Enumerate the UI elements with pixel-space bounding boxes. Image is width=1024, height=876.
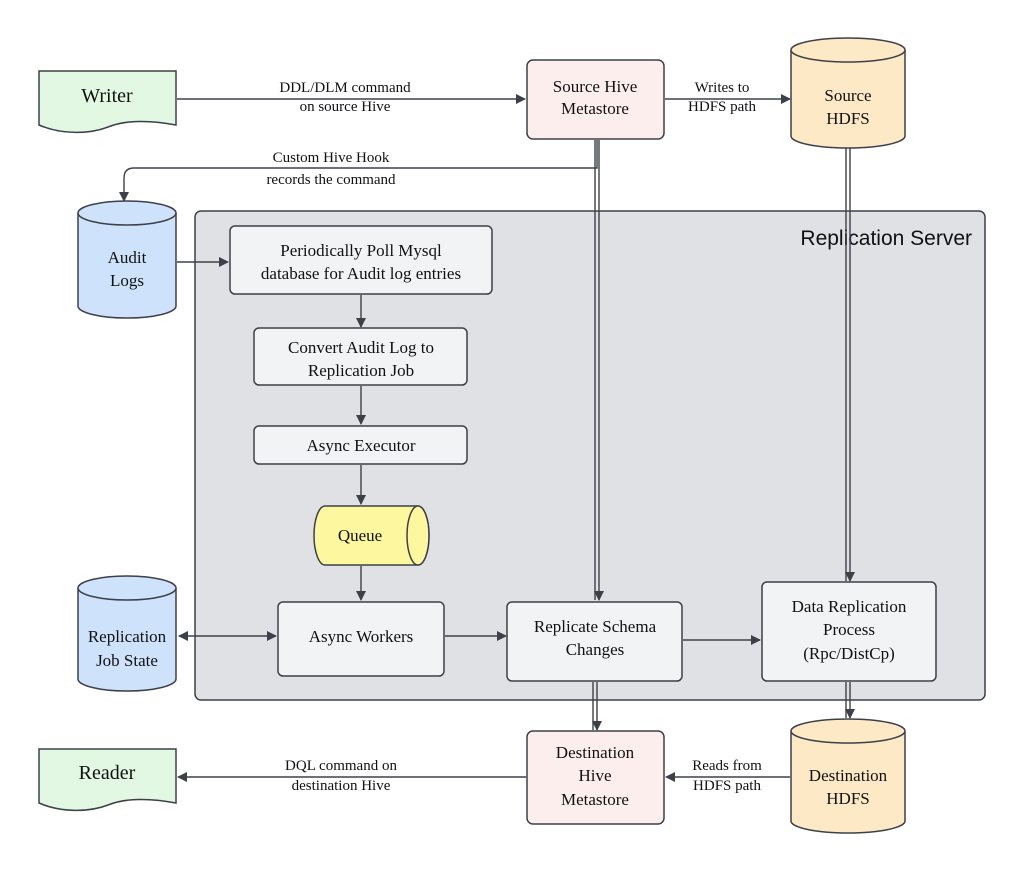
edges [119, 94, 855, 782]
label-hook-line1: Custom Hive Hook [273, 150, 390, 166]
convert-node: Convert Audit Log to Replication Job [253, 327, 468, 386]
convert-line1: Convert Audit Log to [288, 338, 434, 357]
source-hms-line1: Source Hive [553, 77, 638, 96]
edge-hook-to-audit-logs [119, 140, 598, 202]
dest-hdfs-line1: Destination [809, 766, 888, 785]
poll-line1: Periodically Poll Mysql [280, 241, 442, 260]
executor-label: Async Executor [306, 436, 415, 455]
label-dql-line1: DQL command on [285, 758, 397, 774]
edge-labels: DDL/DLM command on source Hive Writes to… [266, 80, 762, 794]
audit-logs-line2: Logs [110, 271, 144, 290]
audit-logs-line1: Audit [108, 248, 147, 267]
label-writes-line1: Writes to [695, 80, 750, 96]
dest-hdfs-node: Destination HDFS [790, 718, 906, 834]
data-rep-line2: Process [823, 620, 875, 639]
label-dql-line2: destination Hive [292, 778, 391, 794]
label-reads-line2: HDFS path [693, 778, 761, 794]
data-rep-line1: Data Replication [792, 597, 907, 616]
workers-node: Async Workers [277, 601, 445, 677]
convert-line2: Replication Job [308, 361, 414, 380]
label-writes-line2: HDFS path [688, 99, 756, 115]
dest-hms-line1: Destination [556, 743, 635, 762]
reader-node: Reader [38, 748, 177, 812]
dest-hms-line3: Metastore [561, 790, 629, 809]
dest-hms-line2: Hive [578, 766, 611, 785]
audit-logs-node: Audit Logs [77, 200, 177, 319]
source-hms-node: Source Hive Metastore [526, 59, 665, 140]
label-ddl-line2: on source Hive [300, 99, 391, 115]
job-state-node: Replication Job State [77, 575, 177, 692]
source-hdfs-line2: HDFS [826, 109, 869, 128]
dest-hdfs-line2: HDFS [826, 789, 869, 808]
source-hms-line2: Metastore [561, 99, 629, 118]
source-hdfs-line1: Source [824, 86, 871, 105]
schema-node: Replicate Schema Changes [506, 601, 683, 682]
poll-line2: database for Audit log entries [261, 264, 461, 283]
label-ddl-line1: DDL/DLM command [279, 80, 411, 96]
source-hdfs-node: Source HDFS [790, 37, 906, 149]
label-hook-line2: records the command [266, 172, 396, 188]
data-rep-line3: (Rpc/DistCp) [803, 644, 895, 663]
data-rep-node: Data Replication Process (Rpc/DistCp) [761, 581, 937, 682]
workers-label: Async Workers [309, 627, 414, 646]
writer-node: Writer [38, 70, 177, 134]
queue-node: Queue [313, 505, 430, 566]
schema-line2: Changes [566, 640, 625, 659]
queue-label: Queue [338, 526, 382, 545]
replication-server-title: Replication Server [800, 227, 972, 250]
job-state-line2: Job State [96, 651, 158, 670]
label-reads-line1: Reads from [692, 758, 762, 774]
job-state-line1: Replication [88, 627, 167, 646]
schema-line1: Replicate Schema [534, 617, 657, 636]
reader-label: Reader [79, 762, 136, 784]
dest-hms-node: Destination Hive Metastore [526, 730, 665, 825]
executor-node: Async Executor [253, 425, 468, 465]
writer-label: Writer [81, 85, 133, 107]
poll-node: Periodically Poll Mysql database for Aud… [229, 225, 493, 295]
